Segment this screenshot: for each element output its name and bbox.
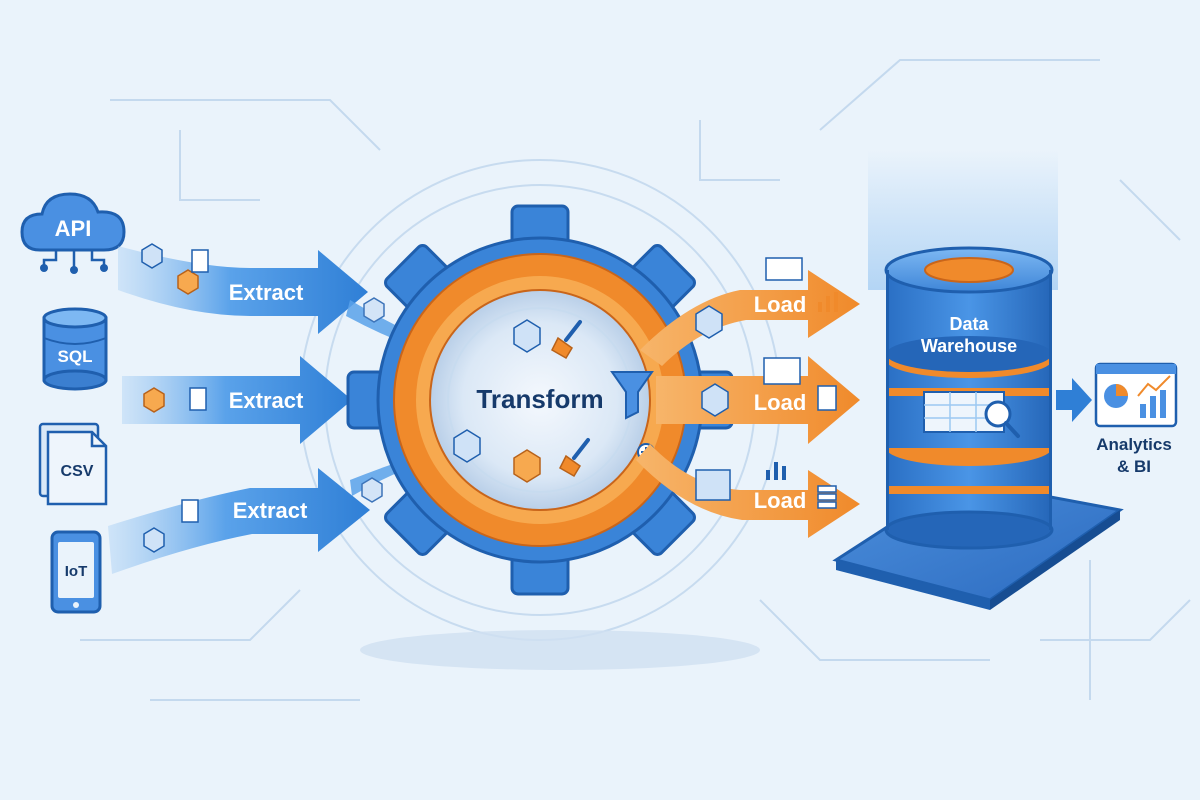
magnifier-icon [984, 400, 1020, 438]
extract-arrow-bottom: Extract [108, 468, 370, 574]
load-label-top: Load [754, 292, 807, 317]
transform-label: Transform [476, 384, 603, 414]
analytics-label-line2: & BI [1117, 457, 1151, 476]
bar-chart-icon [766, 462, 786, 480]
load-label-mid: Load [754, 390, 807, 415]
binary-file-icon [191, 249, 209, 273]
background-circuit-lines [80, 59, 1191, 701]
load-label-bottom: Load [754, 488, 807, 513]
extract-label-top: Extract [229, 280, 304, 305]
binary-file-icon [189, 387, 207, 411]
data-warehouse: Data Warehouse [832, 150, 1124, 610]
gear-icon [346, 204, 734, 596]
table-icon [765, 257, 803, 281]
api-source: API [20, 192, 126, 274]
brush-icon [559, 438, 590, 478]
document-icon [817, 385, 837, 411]
cloud-icon [20, 192, 126, 252]
database-icon [42, 307, 108, 329]
data-cubes-left [141, 243, 209, 553]
load-arrow-bottom: Load [636, 444, 860, 538]
warehouse-label-line2: Warehouse [921, 336, 1017, 356]
iot-label: IoT [65, 563, 88, 580]
csv-label: CSV [61, 463, 94, 480]
funnel-icon [610, 371, 654, 420]
warehouse-label-line1: Data [949, 314, 989, 334]
extract-label-mid: Extract [229, 388, 304, 413]
load-arrow-mid: Load [656, 356, 860, 444]
csv-source: CSV [38, 422, 108, 506]
api-label: API [55, 216, 92, 241]
stacked-blocks-icon [695, 469, 731, 501]
analytics-arrow [1056, 378, 1092, 422]
sql-label: SQL [58, 347, 93, 366]
list-icon [817, 485, 837, 509]
extract-arrow-top: Extract [118, 246, 368, 334]
extract-label-bottom: Extract [233, 498, 308, 523]
binary-file-icon [181, 499, 199, 523]
extract-arrow-mid: Extract [122, 356, 352, 444]
document-icon [46, 430, 108, 506]
load-arrow-top: Load [640, 257, 860, 366]
analytics-label-line1: Analytics [1096, 435, 1172, 454]
floor-shadow [360, 630, 760, 670]
iot-source: IoT [50, 530, 102, 614]
sql-source: SQL [42, 307, 108, 391]
line-chart-icon [763, 357, 801, 385]
analytics-bi: Analytics & BI [1094, 362, 1178, 476]
bar-chart-icon [818, 292, 838, 312]
brush-icon [551, 320, 582, 360]
